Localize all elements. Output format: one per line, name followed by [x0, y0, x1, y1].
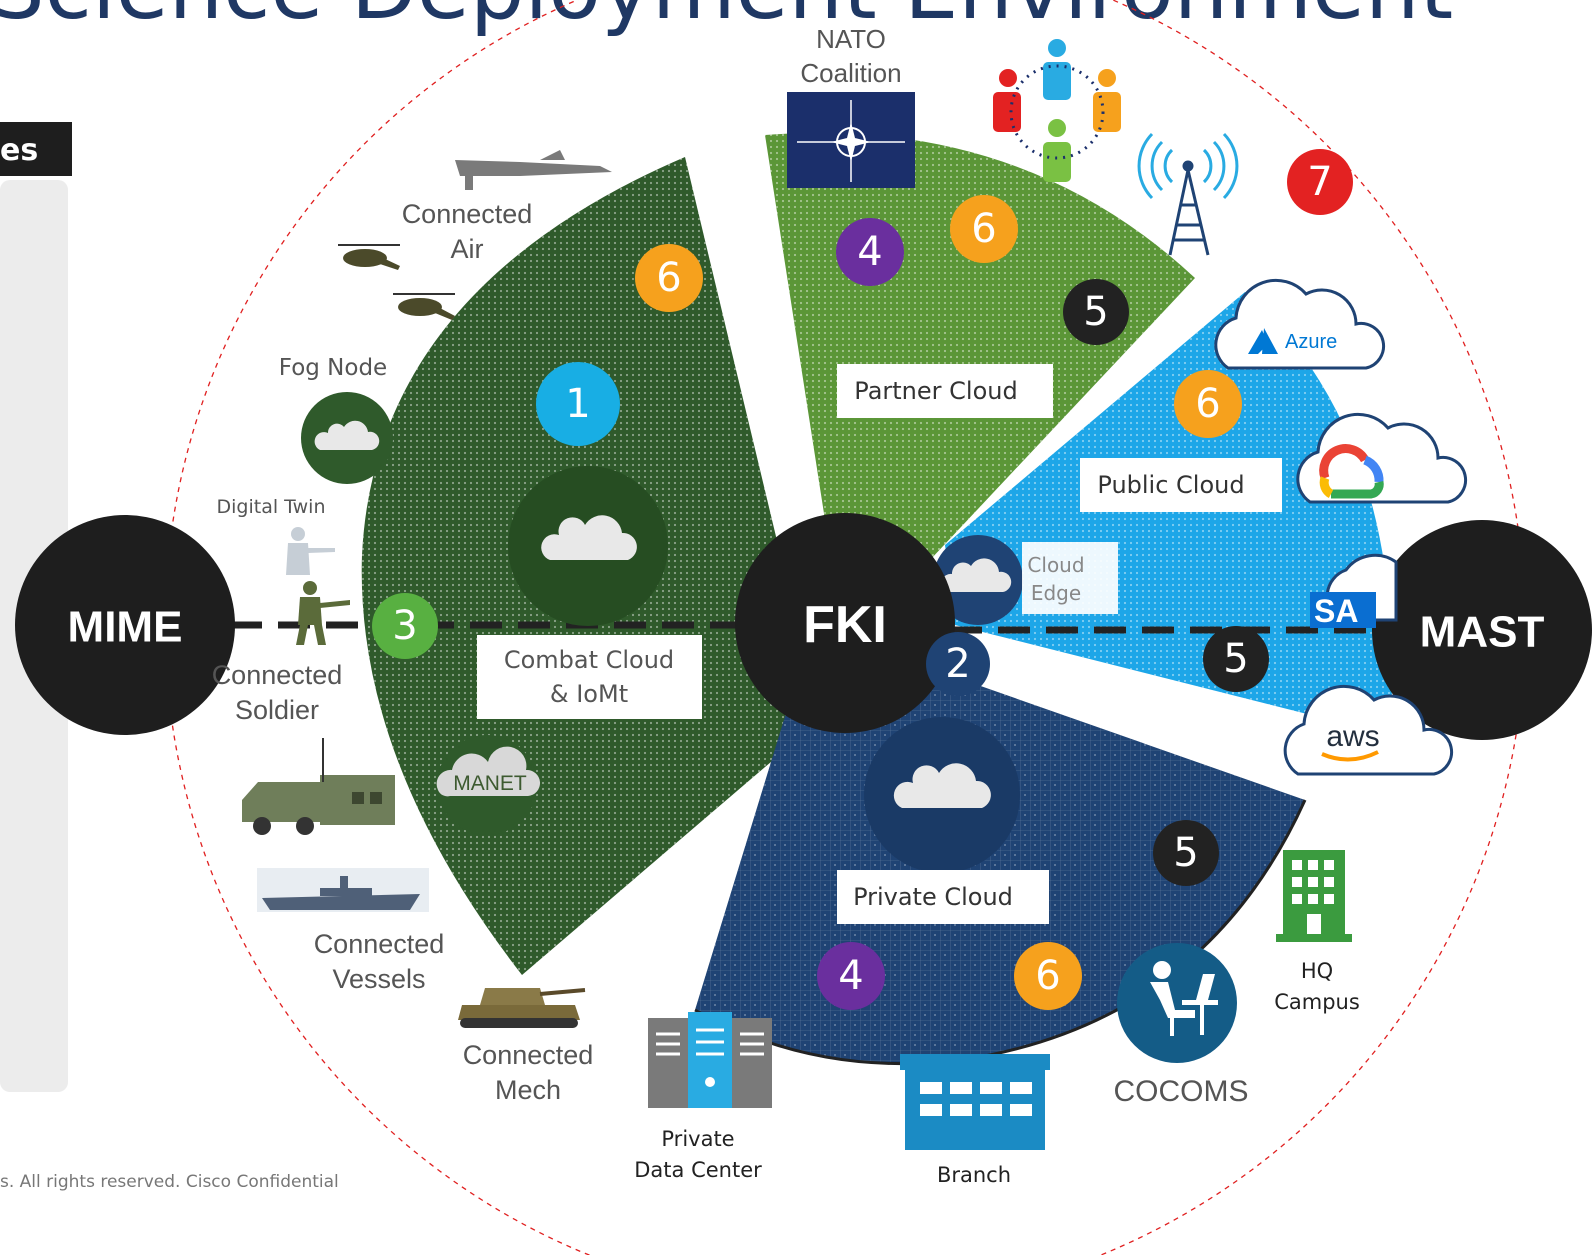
badge-6-partner: 6 — [950, 195, 1018, 263]
page-title: Science Deployment Environment — [0, 0, 1453, 39]
left-panel-tab-label: es — [0, 133, 38, 168]
svg-text:6: 6 — [1195, 381, 1220, 427]
cocoms-label: COCOMS — [1114, 1075, 1249, 1108]
helicopter-icon-1 — [338, 244, 400, 270]
badge-6-combat: 6 — [635, 244, 703, 312]
badge-5-private: 5 — [1153, 820, 1219, 886]
svg-text:5: 5 — [1173, 830, 1198, 876]
connected-air-label-2: Air — [451, 234, 484, 264]
data-center-label-2: Data Center — [634, 1158, 762, 1182]
sap-label: SA — [1314, 593, 1358, 629]
public-cloud-segment — [945, 292, 1393, 735]
connected-mech-label-2: Mech — [495, 1075, 561, 1105]
branch-building-icon — [900, 1054, 1050, 1150]
badge-4-partner: 4 — [836, 218, 904, 286]
badge-1: 1 — [536, 362, 620, 446]
hub-mast[interactable]: MAST — [1372, 520, 1592, 740]
combat-cloud-label-2: & IoMt — [550, 680, 628, 708]
cloud-edge-icon — [933, 535, 1023, 625]
private-cloud-label: Private Cloud — [853, 883, 1013, 911]
cloud-edge-label-1: Cloud — [1027, 553, 1084, 577]
svg-text:5: 5 — [1083, 289, 1108, 335]
public-cloud-box — [1080, 458, 1282, 512]
svg-text:4: 4 — [838, 953, 863, 999]
hq-label-1: HQ — [1301, 959, 1333, 983]
hub-fki-label: FKI — [803, 596, 887, 654]
aws-cloud-icon[interactable] — [1283, 684, 1454, 776]
coalition-people-icon — [993, 39, 1121, 182]
footer-text: s. All rights reserved. Cisco Confidenti… — [0, 1172, 339, 1192]
hq-label-2: Campus — [1274, 990, 1360, 1014]
svg-text:3: 3 — [392, 603, 417, 649]
branch-label: Branch — [937, 1163, 1011, 1187]
svg-text:5: 5 — [1223, 636, 1248, 682]
drone-icon — [455, 150, 612, 190]
cocoms-icon — [1117, 943, 1237, 1063]
combat-cloud-box — [477, 635, 702, 719]
partner-cloud-box — [837, 364, 1053, 418]
svg-text:6: 6 — [1035, 953, 1060, 999]
svg-text:2: 2 — [945, 641, 970, 687]
badge-6-public: 6 — [1174, 370, 1242, 438]
hub-mast-label: MAST — [1420, 608, 1545, 657]
private-cloud-box — [837, 870, 1049, 924]
connected-air-label-1: Connected — [402, 199, 533, 229]
aws-label: aws — [1326, 720, 1379, 753]
combat-cloud-label-1: Combat Cloud — [504, 646, 674, 674]
connected-vessels-label-1: Connected — [314, 929, 445, 959]
helicopter-icon-2 — [393, 293, 455, 320]
svg-text:4: 4 — [857, 229, 882, 275]
hub-mime[interactable]: MIME — [15, 515, 235, 735]
tank-icon — [458, 988, 586, 1028]
partner-cloud-label: Partner Cloud — [854, 377, 1017, 405]
vessel-icon — [257, 868, 429, 912]
connected-mech-label-1: Connected — [463, 1040, 594, 1070]
data-center-icon — [648, 1012, 772, 1108]
connected-vessels-label-2: Vessels — [332, 964, 425, 994]
svg-text:6: 6 — [656, 255, 681, 301]
svg-text:7: 7 — [1307, 159, 1332, 205]
azure-cloud-icon[interactable] — [1214, 278, 1386, 370]
sap-cloud-icon[interactable] — [1310, 553, 1398, 628]
connected-soldier-label-1: Connected — [212, 660, 343, 690]
radio-tower-icon — [1137, 132, 1239, 256]
badge-6-private: 6 — [1014, 942, 1082, 1010]
left-panel-tab — [0, 122, 72, 176]
nato-label-1: NATO — [816, 24, 886, 54]
badge-5-public: 5 — [1203, 626, 1269, 692]
hq-building-icon — [1276, 850, 1352, 942]
nato-flag-icon — [787, 92, 915, 188]
hub-fki[interactable]: FKI — [735, 513, 955, 733]
badge-3: 3 — [372, 593, 438, 659]
google-cloud-icon[interactable] — [1296, 412, 1468, 504]
connected-soldier-label-2: Soldier — [235, 695, 319, 725]
badge-5-partner: 5 — [1063, 279, 1129, 345]
manet-icon — [436, 735, 541, 835]
cloud-edge-label-2: Edge — [1031, 581, 1081, 605]
data-center-label-1: Private — [661, 1127, 734, 1151]
soldier-icon — [286, 527, 350, 645]
hub-mime-label: MIME — [68, 603, 183, 652]
svg-text:6: 6 — [971, 206, 996, 252]
azure-label: Azure — [1285, 331, 1337, 353]
digital-twin-label: Digital Twin — [217, 496, 326, 518]
military-vehicle-icon — [242, 738, 395, 835]
combat-cloud-icon — [508, 466, 668, 626]
fog-node-label: Fog Node — [279, 355, 387, 381]
svg-text:1: 1 — [565, 381, 590, 427]
public-cloud-label: Public Cloud — [1097, 471, 1244, 499]
badge-7: 7 — [1287, 149, 1353, 215]
private-cloud-icon — [864, 717, 1020, 873]
cloud-edge-box — [1022, 542, 1118, 614]
badge-4-private: 4 — [817, 942, 885, 1010]
manet-label: MANET — [453, 772, 527, 795]
badge-2: 2 — [926, 632, 990, 696]
nato-label-2: Coalition — [800, 58, 901, 88]
fog-node-icon — [301, 392, 393, 484]
